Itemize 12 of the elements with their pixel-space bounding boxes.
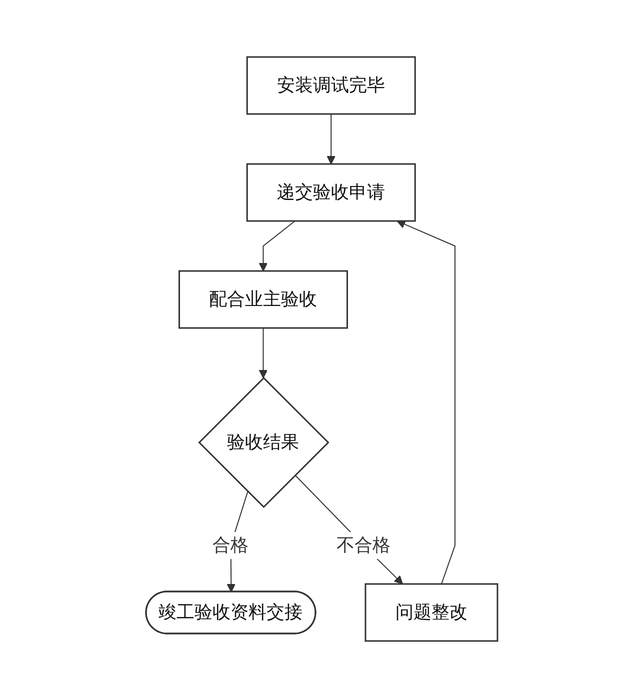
arrow: [294, 474, 404, 584]
node-box: 递交验收申请: [246, 162, 416, 222]
arrow: [396, 220, 456, 584]
node-diamond: 验收结果: [198, 376, 330, 508]
arrow: [326, 113, 336, 164]
edge-label: 合格: [213, 534, 249, 556]
node-box: 配合业主验收: [178, 270, 348, 328]
arrow: [259, 327, 268, 378]
node-box: 安装调试完毕: [246, 56, 416, 114]
arrow: [259, 220, 296, 271]
node-box: 问题整改: [365, 582, 498, 642]
edge-label: 不合格: [336, 534, 391, 556]
